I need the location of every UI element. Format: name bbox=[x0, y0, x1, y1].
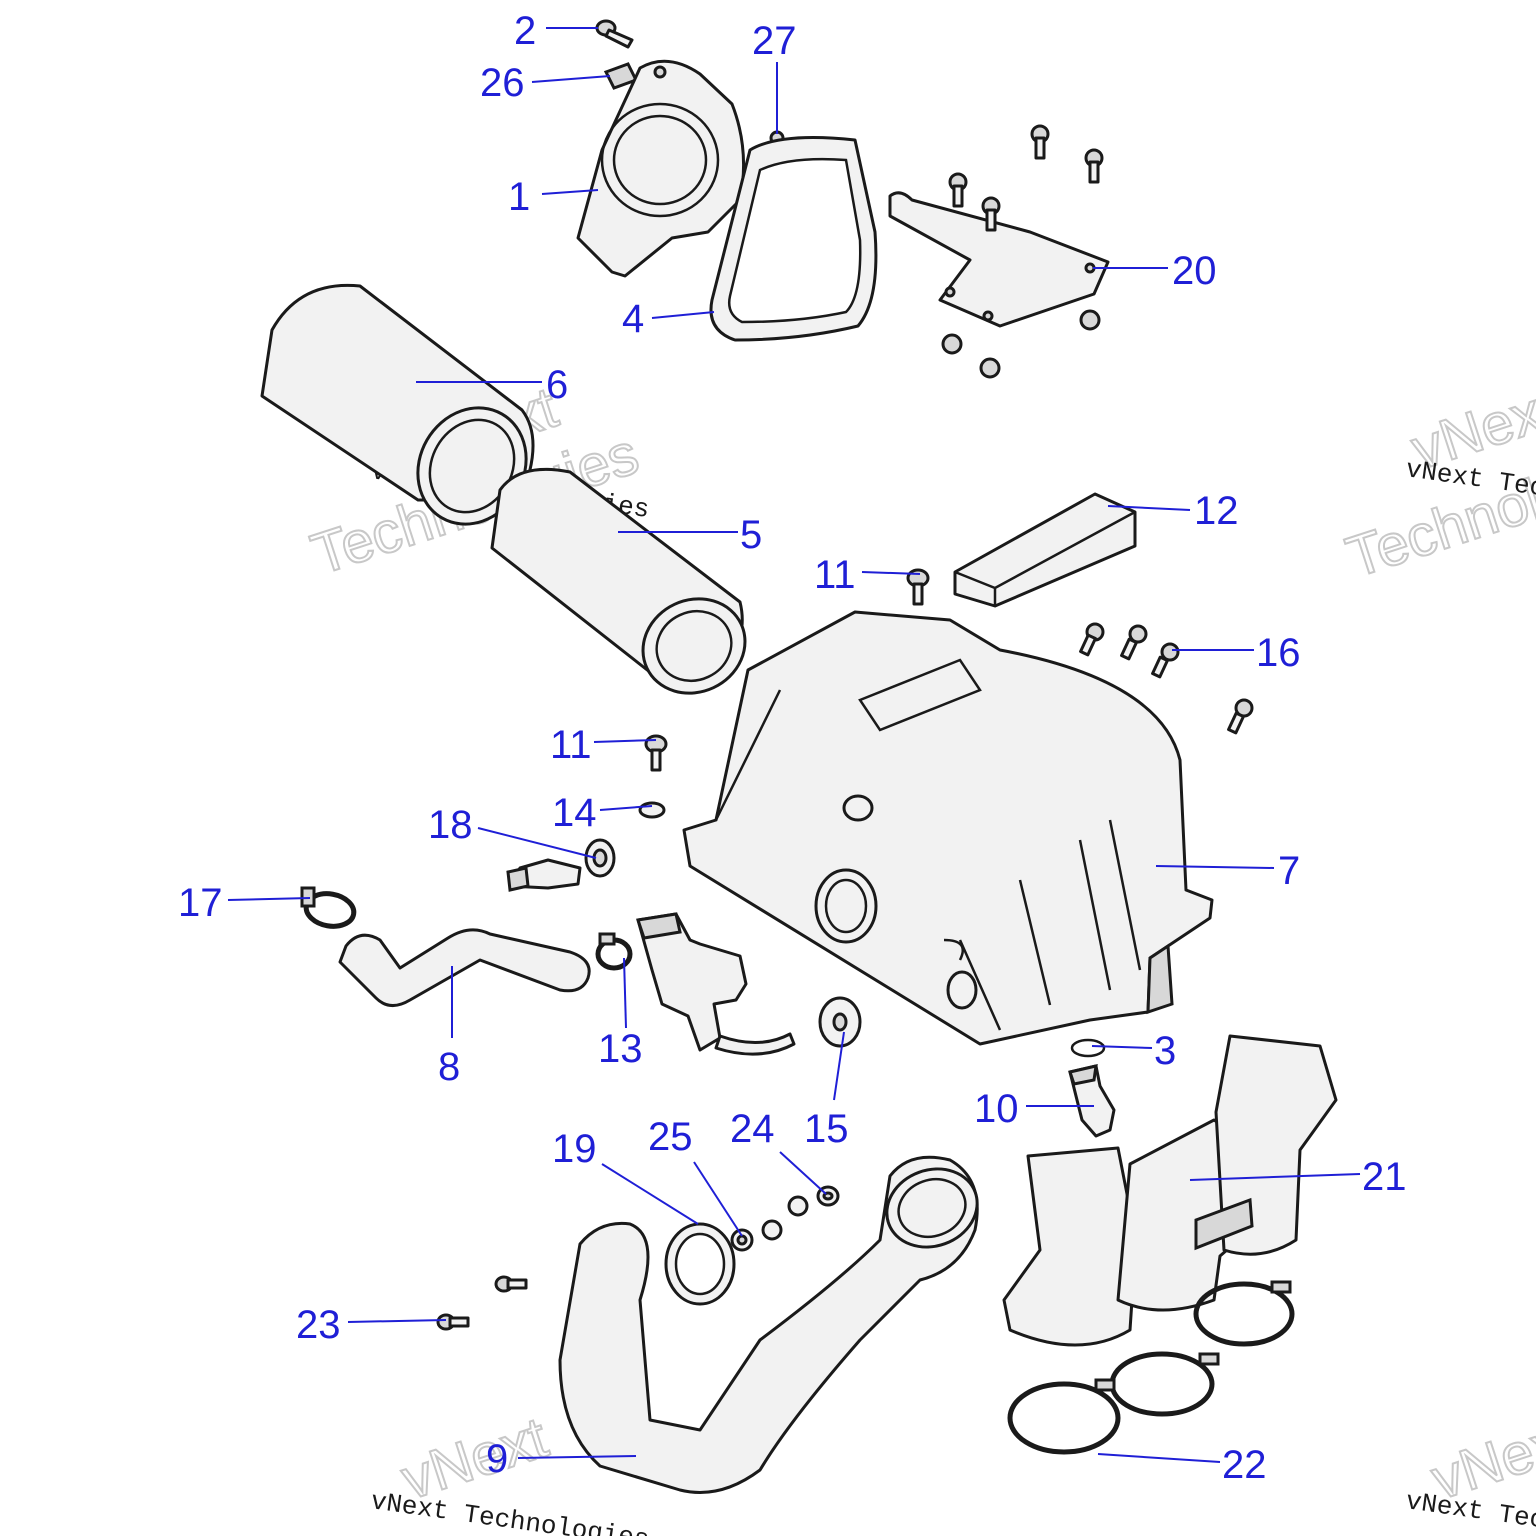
callout-12: 12 bbox=[1194, 489, 1239, 533]
part-9-intake-duct bbox=[558, 1155, 979, 1494]
callout-1: 1 bbox=[508, 175, 530, 219]
callout-11-upper: 11 bbox=[814, 553, 856, 597]
part-3-o-ring bbox=[1070, 1038, 1106, 1058]
part-22-clamps bbox=[1007, 1280, 1295, 1455]
callout-4: 4 bbox=[622, 297, 644, 341]
callout-11-lower: 11 bbox=[550, 723, 592, 767]
callout-18: 18 bbox=[428, 803, 473, 847]
part-valve-solenoid bbox=[636, 912, 796, 1056]
callout-labels: 2 27 26 1 20 4 6 12 5 11 16 11 14 18 7 1… bbox=[178, 9, 1407, 1487]
part-13-clamp bbox=[595, 932, 633, 971]
callout-26: 26 bbox=[480, 61, 525, 105]
callout-22: 22 bbox=[1222, 1443, 1267, 1487]
callout-17: 17 bbox=[178, 881, 223, 925]
part-2-screw bbox=[595, 19, 634, 49]
part-20-bracket bbox=[888, 191, 1110, 328]
parts-artwork bbox=[260, 19, 1338, 1494]
callout-27: 27 bbox=[752, 19, 797, 63]
part-23-screws bbox=[436, 1275, 528, 1331]
part-19-coupler bbox=[664, 1222, 736, 1306]
callout-7: 7 bbox=[1278, 849, 1300, 893]
callout-3: 3 bbox=[1154, 1029, 1176, 1073]
part-25-washer bbox=[730, 1195, 809, 1252]
leader-lines bbox=[227, 27, 1361, 1463]
callout-2: 2 bbox=[514, 9, 536, 53]
part-17-clamp bbox=[300, 886, 357, 929]
callout-9: 9 bbox=[486, 1437, 508, 1481]
callout-6: 6 bbox=[546, 363, 568, 407]
callout-13: 13 bbox=[598, 1027, 643, 1071]
callout-25: 25 bbox=[648, 1115, 693, 1159]
callout-10: 10 bbox=[974, 1087, 1019, 1131]
part-1-cover-plate bbox=[576, 59, 746, 278]
part-4-gasket bbox=[709, 136, 878, 342]
part-15-grommet bbox=[818, 996, 862, 1048]
part-7-airbox bbox=[682, 610, 1214, 1046]
part-20-bolts bbox=[941, 124, 1104, 379]
part-18-grommet-sensor bbox=[506, 838, 616, 892]
callout-14: 14 bbox=[552, 791, 597, 835]
part-8-hose bbox=[338, 928, 591, 1007]
callout-20: 20 bbox=[1172, 249, 1217, 293]
callout-5: 5 bbox=[740, 513, 762, 557]
part-10-drain-valve bbox=[1068, 1064, 1116, 1138]
callout-19: 19 bbox=[552, 1127, 597, 1171]
callout-8: 8 bbox=[438, 1045, 460, 1089]
callout-16: 16 bbox=[1256, 631, 1301, 675]
callout-24: 24 bbox=[730, 1107, 775, 1151]
part-14-washer bbox=[638, 801, 666, 819]
callout-23: 23 bbox=[296, 1303, 341, 1347]
part-12-foam-block bbox=[953, 492, 1137, 608]
watermark-small-3: vNext Technologies bbox=[369, 1486, 651, 1536]
callout-21: 21 bbox=[1362, 1155, 1407, 1199]
callout-15: 15 bbox=[804, 1107, 849, 1151]
part-16-bolts bbox=[1079, 622, 1254, 735]
part-21-intake-boots bbox=[1002, 1034, 1338, 1347]
part-5-inner-filter bbox=[490, 467, 747, 695]
